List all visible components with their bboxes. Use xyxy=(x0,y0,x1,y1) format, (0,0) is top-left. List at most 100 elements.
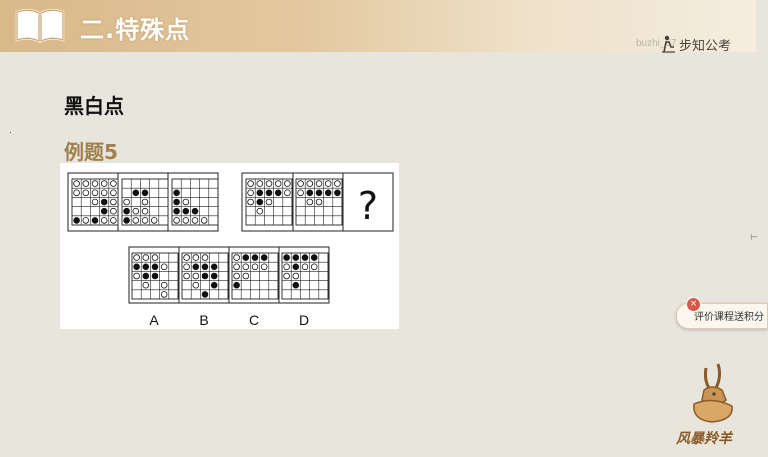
white-dot xyxy=(247,198,254,206)
white-dot xyxy=(160,263,168,271)
black-dot xyxy=(100,207,108,215)
black-dot xyxy=(100,198,108,206)
white-dot xyxy=(200,217,208,224)
black-dot xyxy=(310,254,318,261)
black-dot xyxy=(173,189,180,197)
black-dot xyxy=(142,272,150,280)
logo-text: 风暴羚羊 xyxy=(676,431,732,447)
option-label-b: B xyxy=(199,312,208,328)
question-mark: ? xyxy=(358,184,378,228)
white-dot xyxy=(183,254,190,261)
white-dot xyxy=(100,217,108,224)
white-dot xyxy=(141,217,149,224)
white-dot xyxy=(110,217,117,224)
white-dot xyxy=(91,180,99,187)
white-dot xyxy=(201,254,209,261)
black-dot xyxy=(233,281,240,289)
white-dot xyxy=(284,189,291,197)
black-dot xyxy=(210,281,218,289)
black-dot xyxy=(173,198,180,206)
black-dot xyxy=(91,217,99,224)
white-dot xyxy=(315,180,323,187)
white-dot xyxy=(133,254,140,261)
white-dot xyxy=(251,263,259,271)
white-dot xyxy=(192,281,200,289)
black-dot xyxy=(201,263,209,271)
white-dot xyxy=(160,291,168,298)
close-icon[interactable]: × xyxy=(686,297,701,312)
white-dot xyxy=(132,217,140,224)
white-dot xyxy=(82,189,90,197)
white-dot xyxy=(141,198,149,206)
black-dot xyxy=(251,254,259,261)
white-dot xyxy=(133,272,140,280)
white-dot xyxy=(110,189,117,197)
black-dot xyxy=(132,189,140,197)
black-dot xyxy=(324,189,332,197)
white-dot xyxy=(150,217,158,224)
white-dot xyxy=(274,180,282,187)
white-dot xyxy=(151,254,159,261)
option-label-a: A xyxy=(149,312,159,328)
subtitle-heading: 黑白点 xyxy=(64,94,124,118)
white-dot xyxy=(110,207,117,215)
white-dot xyxy=(306,180,314,187)
black-dot xyxy=(260,254,268,261)
white-dot xyxy=(260,263,268,271)
brand-name: 步知公考 xyxy=(679,38,732,54)
brand-person-icon xyxy=(662,35,675,53)
white-dot xyxy=(242,272,250,280)
stray-dot xyxy=(10,132,11,133)
black-dot xyxy=(210,272,218,280)
white-dot xyxy=(173,217,180,224)
puzzle-figure: ? A B C D xyxy=(67,172,394,328)
white-dot xyxy=(297,189,304,197)
question-group-right xyxy=(241,172,394,232)
watermark-text: buzhi_67 xyxy=(636,38,677,49)
black-dot xyxy=(292,263,300,271)
white-dot xyxy=(182,217,190,224)
book-icon xyxy=(15,9,65,43)
white-dot xyxy=(256,207,264,215)
black-dot xyxy=(133,263,140,271)
edge-cursor-mark: ⊢ xyxy=(750,233,758,243)
white-dot xyxy=(292,272,300,280)
black-dot xyxy=(141,189,149,197)
white-dot xyxy=(100,180,108,187)
white-dot xyxy=(233,272,240,280)
white-dot xyxy=(82,180,90,187)
white-dot xyxy=(242,263,250,271)
white-dot xyxy=(283,263,290,271)
white-dot xyxy=(142,254,150,261)
white-dot xyxy=(132,207,140,215)
black-dot xyxy=(256,189,264,197)
white-dot xyxy=(283,272,290,280)
white-dot xyxy=(265,180,273,187)
white-dot xyxy=(256,180,264,187)
white-dot xyxy=(192,272,200,280)
white-dot xyxy=(284,180,291,187)
header-bar: 二.特殊点 xyxy=(0,0,756,52)
black-dot xyxy=(123,217,130,224)
black-dot xyxy=(142,263,150,271)
white-dot xyxy=(110,180,117,187)
black-dot xyxy=(191,207,199,215)
white-dot xyxy=(233,263,240,271)
white-dot xyxy=(247,180,254,187)
black-dot xyxy=(306,189,314,197)
black-dot xyxy=(334,189,341,197)
black-dot xyxy=(242,254,250,261)
white-dot xyxy=(182,198,190,206)
feedback-label: 评价课程送积分 xyxy=(694,312,764,323)
black-dot xyxy=(315,189,323,197)
white-dot xyxy=(73,189,80,197)
white-dot xyxy=(265,198,273,206)
option-label-c: C xyxy=(249,312,259,328)
black-dot xyxy=(292,254,300,261)
white-dot xyxy=(183,263,190,271)
white-dot xyxy=(110,198,117,206)
puzzle-image: ? A B C D xyxy=(60,163,399,329)
feedback-widget[interactable]: 评价课程送积分 × xyxy=(676,297,768,329)
white-dot xyxy=(100,189,108,197)
black-dot xyxy=(201,272,209,280)
